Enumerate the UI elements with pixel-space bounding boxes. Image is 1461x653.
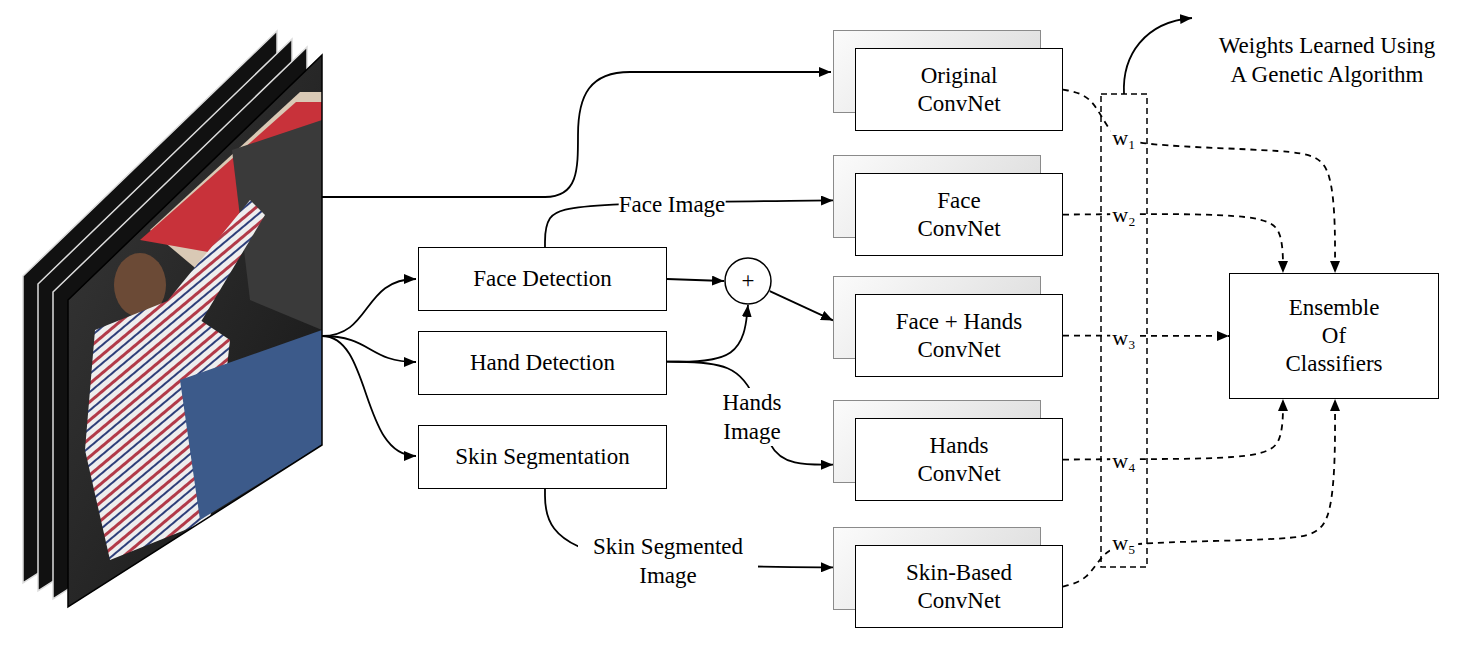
weighted-connector	[1063, 214, 1283, 273]
leader-arrow	[1124, 18, 1192, 94]
weight-label: w₁	[1110, 126, 1138, 150]
convnet-box: Skin-Based ConvNet	[833, 527, 1063, 628]
box-face: Face + Hands ConvNet	[855, 294, 1063, 377]
process-box: Skin Segmentation	[418, 425, 667, 489]
connector	[770, 291, 833, 320]
weighted-connector	[1063, 90, 1335, 273]
box-label: Skin Segmentation	[455, 443, 629, 471]
input-arrow	[322, 279, 416, 336]
input-arrow	[322, 336, 416, 456]
convnet-box: Face ConvNet	[833, 155, 1063, 256]
box-face: Skin-Based ConvNet	[855, 545, 1063, 628]
box-label: Hands ConvNet	[899, 432, 1019, 488]
sum-circle: +	[724, 257, 772, 305]
video-frame-border	[68, 55, 322, 607]
box-face: Original ConvNet	[855, 48, 1063, 131]
connector	[667, 362, 833, 465]
video-frame-stack	[23, 31, 330, 610]
process-box: Ensemble Of Classifiers	[1229, 273, 1439, 399]
input-arrow	[322, 72, 831, 197]
box-label: Skin-Based ConvNet	[899, 559, 1019, 615]
note-label: Weights Learned Using A Genetic Algorith…	[1215, 31, 1440, 89]
circle-face: +	[724, 257, 772, 305]
weighted-connector	[1063, 335, 1229, 337]
edge-label: Hands Image	[712, 388, 792, 446]
box-label: Ensemble Of Classifiers	[1280, 294, 1388, 378]
box-label: Original ConvNet	[899, 62, 1019, 118]
weight-label: w₅	[1110, 531, 1138, 555]
weighted-connector	[1063, 399, 1283, 460]
driver-photo	[60, 50, 330, 610]
box-label: Face + Hands ConvNet	[884, 308, 1034, 364]
weight-label: w₂	[1110, 203, 1138, 227]
connector	[667, 305, 748, 362]
connector	[667, 279, 724, 281]
weighted-connector	[1063, 399, 1335, 587]
car-interior	[60, 50, 330, 610]
box-face: Skin Segmentation	[418, 425, 667, 489]
box-face: Ensemble Of Classifiers	[1229, 273, 1439, 399]
weight-label: w₃	[1110, 326, 1138, 350]
box-face: Hand Detection	[418, 331, 667, 395]
circle-shape	[725, 258, 771, 304]
convnet-box: Original ConvNet	[833, 30, 1063, 131]
box-label: +	[742, 267, 755, 295]
weights-bracket	[1101, 94, 1147, 567]
box-label: Hand Detection	[470, 349, 615, 377]
box-face: Face ConvNet	[855, 173, 1063, 256]
driver-jeans	[180, 330, 322, 520]
edge-label: Face Image	[619, 190, 726, 219]
process-box: Face Detection	[418, 247, 667, 311]
box-label: Face Detection	[473, 265, 612, 293]
process-box: Hand Detection	[418, 331, 667, 395]
weight-label: w₄	[1110, 449, 1138, 473]
box-face: Face Detection	[418, 247, 667, 311]
box-face: Hands ConvNet	[855, 418, 1063, 501]
edge-label: Skin Segmented Image	[578, 532, 758, 590]
driver-arm	[160, 200, 265, 340]
convnet-box: Hands ConvNet	[833, 400, 1063, 501]
convnet-box: Face + Hands ConvNet	[833, 276, 1063, 377]
box-label: Face ConvNet	[904, 187, 1014, 243]
